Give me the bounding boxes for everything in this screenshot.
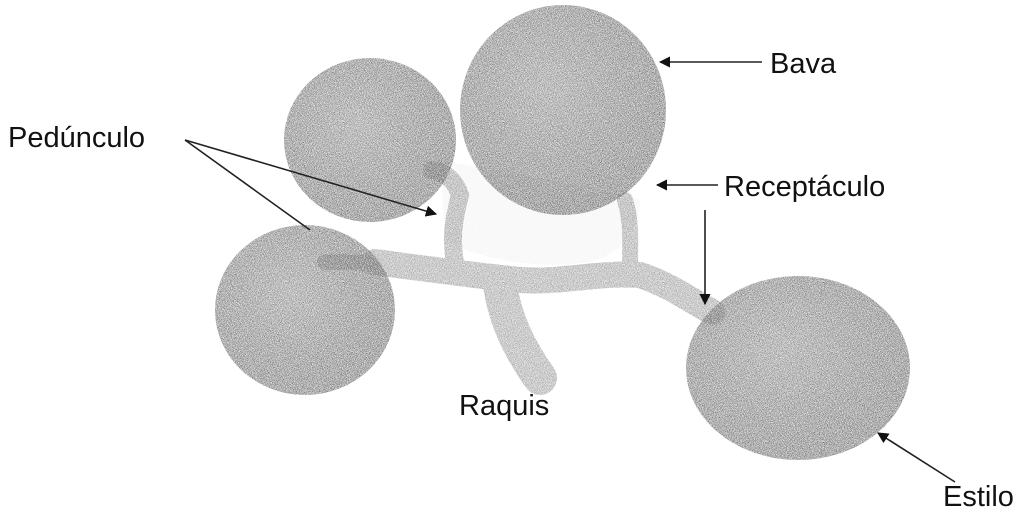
rachis-lower [500,285,540,378]
pedicel-right [625,200,630,268]
label-pedunculo: Pedúnculo [8,124,145,153]
label-bava: Bava [770,50,836,79]
berry-top-left [284,58,456,222]
berry-bottom-left [215,225,395,395]
leader-estilo [878,433,955,482]
label-receptaculo: Receptáculo [724,173,885,202]
pedicel-bottom-left [325,262,380,265]
berry-top-center [460,5,666,215]
label-raquis: Raquis [459,392,549,421]
rachis-main [375,262,712,312]
label-estilo: Estilo [943,483,1014,512]
